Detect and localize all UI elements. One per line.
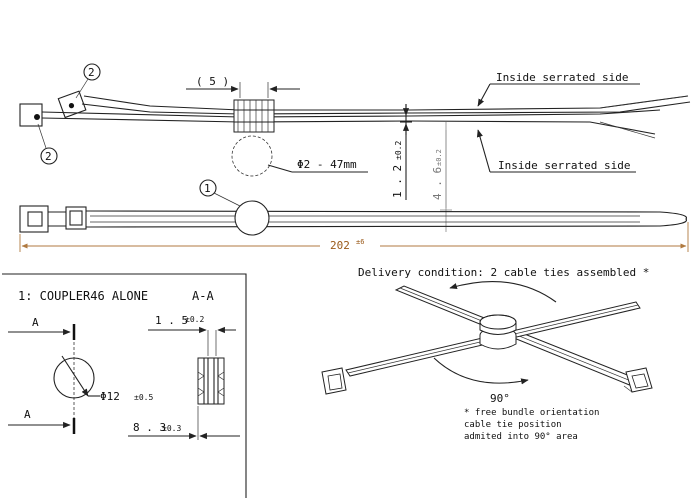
tie-head-hole [34, 114, 40, 120]
coupler-front-view [53, 357, 95, 399]
callout-2-top [83, 63, 101, 81]
section-label: A-A [192, 289, 214, 303]
dim-5-label: ( 5 ) [196, 75, 229, 88]
phi12-tol: ±0.5 [134, 393, 153, 402]
tie-band-lower-top [41, 109, 661, 118]
assembled-tie-b [321, 301, 641, 395]
angle-label: 90° [490, 392, 510, 405]
dim-1-2-label: 1 . 2 [391, 165, 404, 198]
bundle-diameter-label: Φ2 - 47mm [297, 158, 357, 171]
coupler-side-view [233, 99, 275, 133]
note-line-3: admited into 90° area [464, 432, 578, 442]
delivery-heading: Delivery condition: 2 cable ties assembl… [358, 266, 649, 279]
dim-4-6-tol: ±0.2 [435, 149, 443, 166]
delivery-condition: Delivery condition: 2 cable ties assembl… [321, 266, 653, 442]
assembled-tie-a [394, 285, 653, 393]
callout-1 [199, 179, 217, 197]
note-line-1: * free bundle orientation [464, 408, 599, 418]
dim-1-5-tol: ±0.2 [185, 315, 204, 324]
plan-tie-band [85, 210, 688, 228]
dim-1-5-label: 1 . 5 [155, 314, 188, 327]
tie-band-upper-bottom [81, 101, 691, 115]
section-a-a-profile [197, 357, 225, 405]
tie-head-tilted [57, 90, 87, 119]
dim-8-3-tol: ±0.3 [162, 424, 181, 433]
section-a-bottom: A [24, 408, 31, 421]
detail-title: 1: COUPLER46 ALONE [18, 289, 148, 303]
phi12-label: Φ12 [100, 390, 120, 403]
coupler-detail-box: 1: COUPLER46 ALONE A-A A A Φ12 ±0.5 1 . … [2, 273, 247, 498]
dim-1-2-tol: ±0.2 [394, 141, 403, 160]
note-line-2: cable tie position [464, 420, 562, 430]
tie-band-lower-bottom [41, 117, 656, 135]
plan-view: 1 202 ±6 [19, 179, 689, 252]
tie-band-upper-top [83, 95, 689, 111]
rotation-arrow-bottom [433, 357, 529, 385]
svg-text:1: 1 [204, 182, 211, 195]
svg-text:2: 2 [88, 66, 95, 79]
section-a-top: A [32, 316, 39, 329]
length-dim-tol: ±6 [356, 238, 364, 246]
tie-head-left [19, 103, 43, 127]
svg-text:2: 2 [45, 150, 52, 163]
callout-2-bottom [40, 147, 58, 165]
bundle-diameter-circle [231, 135, 273, 177]
rotation-arrow-top [449, 280, 557, 303]
length-dim-value: 202 [330, 239, 350, 252]
plan-coupler [234, 200, 270, 236]
dim-4-6-label: 4 . 6 [431, 167, 444, 200]
assembled-coupler [479, 314, 517, 350]
inside-serrated-top-label: Inside serrated side [496, 71, 628, 84]
dim-8-3-label: 8 . 3 [133, 421, 166, 434]
top-profile-view: ( 5 ) Inside serrated side Inside serrat… [19, 63, 691, 232]
inside-serrated-bottom-label: Inside serrated side [498, 159, 630, 172]
